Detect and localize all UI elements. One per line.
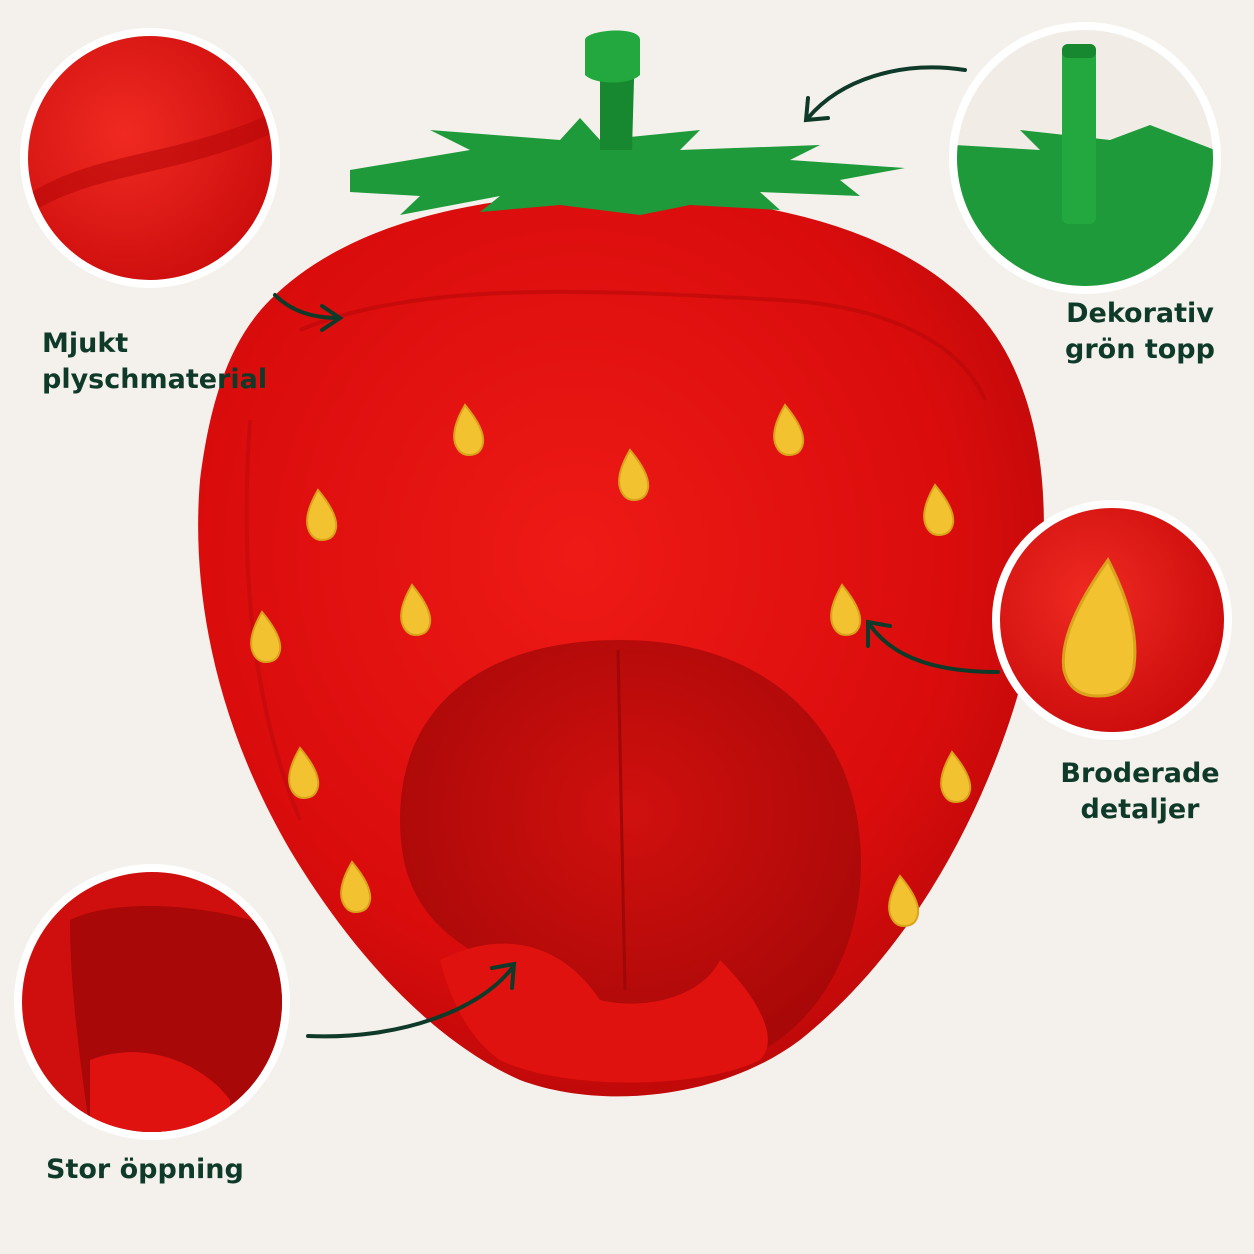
label-green-top: Dekorativ grön topp [1040,296,1240,369]
label-plush-material: Mjukt plyschmaterial [42,326,267,399]
label-plush-line1: Mjukt [42,328,129,359]
embroidered-seeds [250,403,972,928]
callout-opening-circle [14,864,290,1140]
label-embroidery-line1: Broderade [1060,758,1220,789]
callout-top-circle [949,22,1221,294]
arrow-icon [306,961,517,1039]
label-top-line1: Dekorativ [1066,298,1214,329]
callout-embroidery-circle [992,500,1232,740]
label-opening-line1: Stor öppning [46,1154,244,1185]
callout-plush-circle [20,28,280,288]
label-plush-line2: plyschmaterial [42,364,268,396]
strawberry-hat [198,194,1044,1097]
label-top-line2: grön topp [1065,334,1215,366]
green-leaf-top [350,30,905,215]
label-embroidery-line2: detaljer [1080,794,1200,826]
arrow-icon [803,65,967,123]
label-embroidery: Broderade detaljer [1040,756,1240,829]
label-large-opening: Stor öppning [46,1152,244,1188]
arrow-icon [273,293,344,332]
arrow-icon [866,619,1000,674]
